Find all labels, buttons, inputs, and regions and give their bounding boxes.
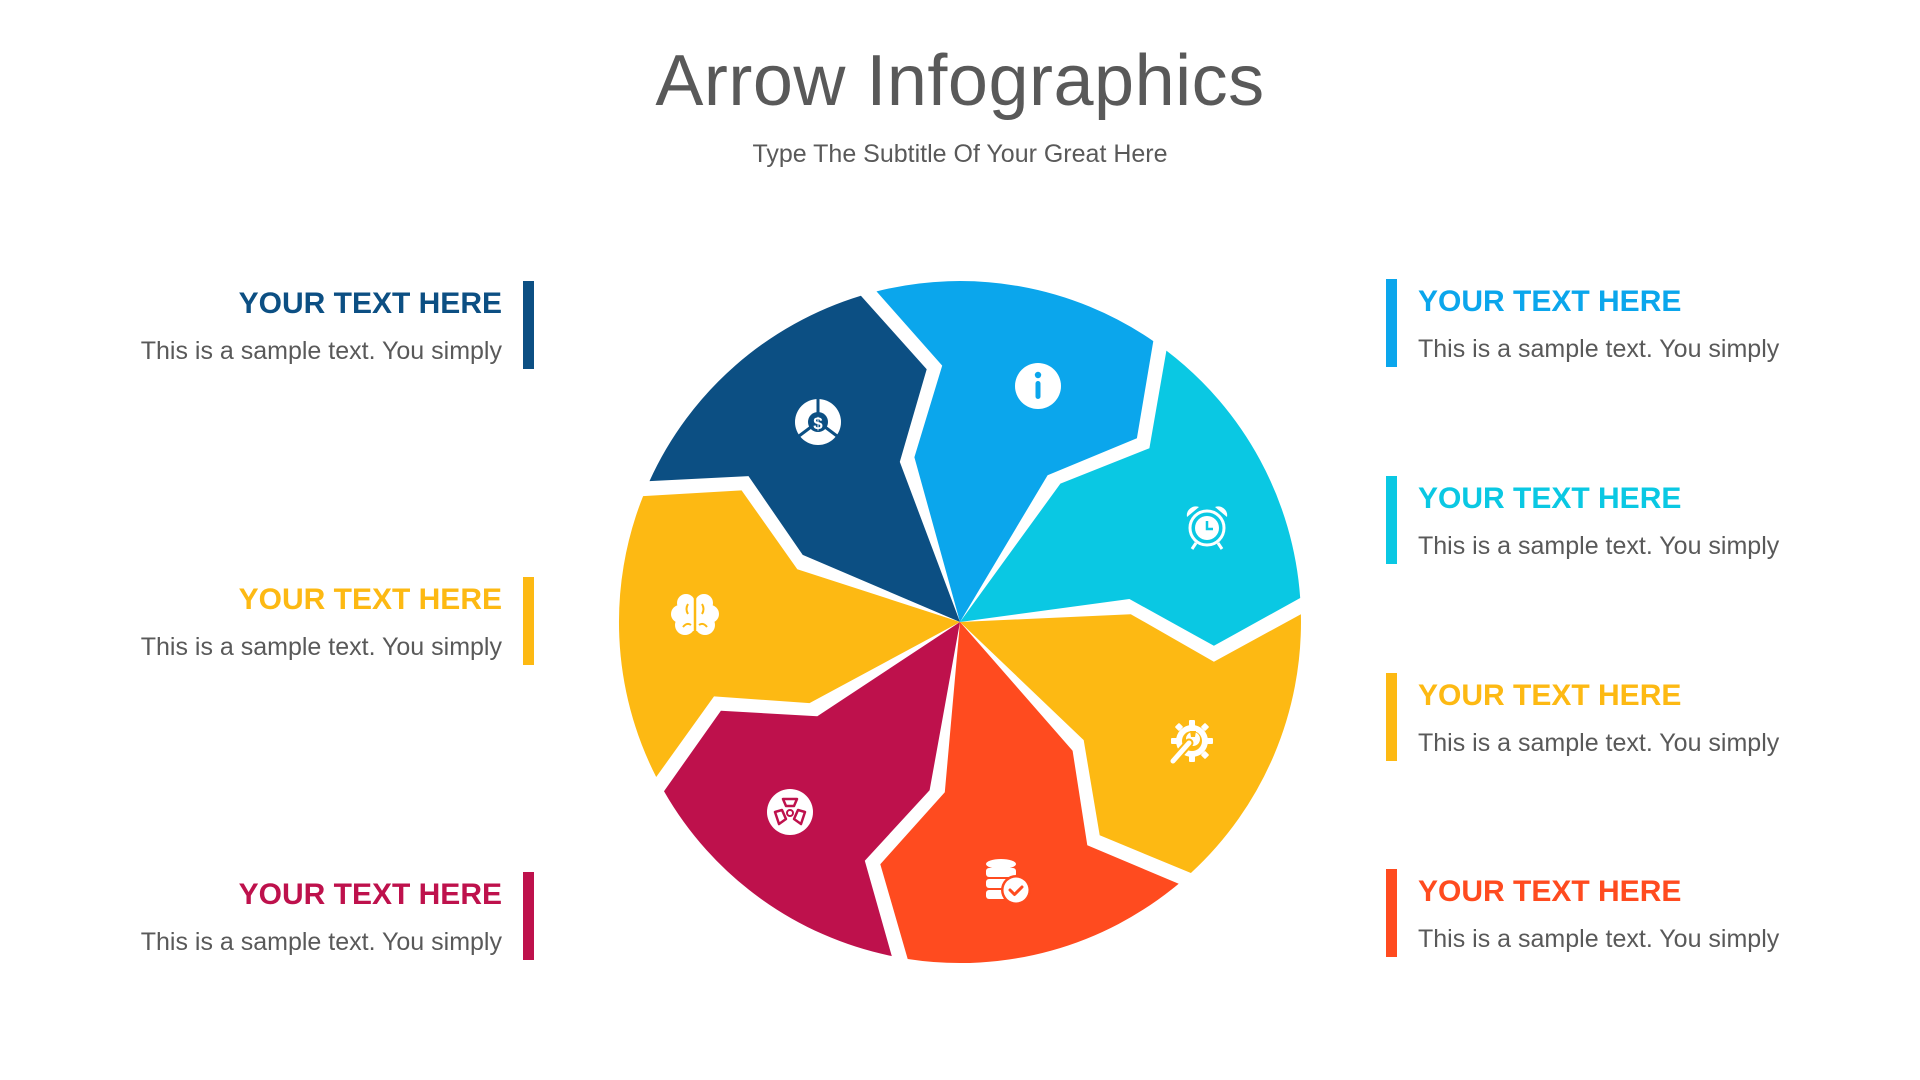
right-item-text: This is a sample text. You simply — [1418, 335, 1780, 363]
accent-bar — [1386, 476, 1397, 564]
segment-yellow-right — [960, 614, 1301, 873]
radiation-icon — [764, 786, 816, 838]
segment-cyan — [960, 350, 1301, 646]
page-title: Arrow Infographics — [655, 41, 1265, 121]
left-item-text: This is a sample text. You simply — [140, 337, 502, 365]
accent-bar — [1386, 279, 1397, 367]
right-item-text: This is a sample text. You simply — [1418, 925, 1780, 953]
right-item-heading: YOUR TEXT HERE — [1418, 875, 1682, 908]
right-item-3: YOUR TEXT HERE This is a sample text. Yo… — [1386, 673, 1856, 761]
right-item-2: YOUR TEXT HERE This is a sample text. Yo… — [1386, 476, 1856, 564]
left-item-1: YOUR TEXT HERE This is a sample text. Yo… — [64, 281, 534, 369]
right-item-1: YOUR TEXT HERE This is a sample text. Yo… — [1386, 279, 1856, 367]
right-item-text: This is a sample text. You simply — [1418, 729, 1780, 757]
left-item-3: YOUR TEXT HERE This is a sample text. Yo… — [64, 872, 534, 960]
segment-orange — [880, 622, 1179, 964]
accent-bar — [1386, 869, 1397, 957]
segment-light-blue — [876, 281, 1154, 622]
left-item-heading: YOUR TEXT HERE — [238, 878, 502, 911]
gear-wrench-icon — [1164, 717, 1216, 769]
right-item-text: This is a sample text. You simply — [1418, 532, 1780, 560]
svg-text:$: $ — [813, 414, 823, 433]
database-check-icon — [982, 856, 1034, 908]
left-item-2: YOUR TEXT HERE This is a sample text. Yo… — [64, 577, 534, 665]
segment-magenta — [664, 622, 960, 957]
left-item-heading: YOUR TEXT HERE — [238, 287, 502, 320]
accent-bar — [1386, 673, 1397, 761]
right-item-heading: YOUR TEXT HERE — [1418, 482, 1682, 515]
info-icon — [1012, 360, 1064, 412]
alarm-clock-icon — [1181, 501, 1233, 553]
page-subtitle: Type The Subtitle Of Your Great Here — [752, 140, 1168, 168]
dollar-pie-icon: $ — [792, 396, 844, 448]
segment-yellow-left — [618, 490, 960, 777]
left-item-heading: YOUR TEXT HERE — [238, 583, 502, 616]
right-item-4: YOUR TEXT HERE This is a sample text. Yo… — [1386, 869, 1856, 957]
accent-bar — [523, 872, 534, 960]
right-item-heading: YOUR TEXT HERE — [1418, 285, 1682, 318]
left-item-text: This is a sample text. You simply — [140, 928, 502, 956]
brain-icon — [669, 589, 721, 641]
right-item-heading: YOUR TEXT HERE — [1418, 679, 1682, 712]
segment-dark-blue — [649, 295, 960, 622]
left-item-text: This is a sample text. You simply — [140, 633, 502, 661]
accent-bar — [523, 577, 534, 665]
accent-bar — [523, 281, 534, 369]
